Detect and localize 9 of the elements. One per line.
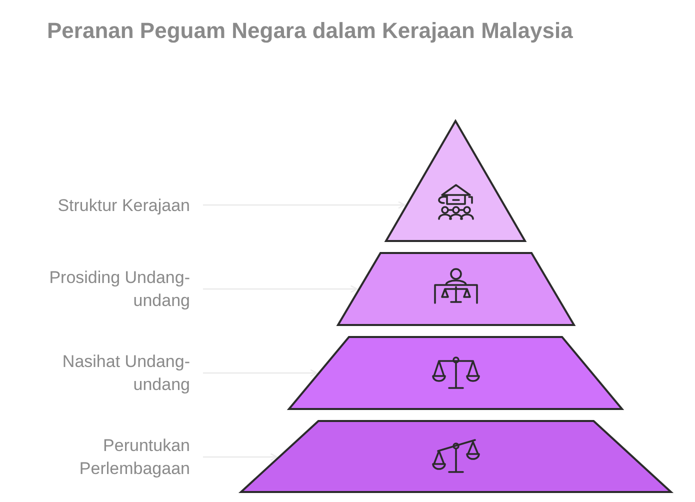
level-label: Prosiding Undang-undang <box>10 266 190 312</box>
level-label: Peruntukan Perlembagaan <box>10 434 190 480</box>
level-label: Nasihat Undang-undang <box>10 350 190 396</box>
arrow <box>203 453 278 461</box>
diagram-title: Peranan Peguam Negara dalam Kerajaan Malaysia <box>47 18 573 44</box>
arrow <box>203 285 358 293</box>
level-label: Struktur Kerajaan <box>10 194 190 216</box>
arrow <box>203 201 406 209</box>
arrow <box>203 369 318 377</box>
